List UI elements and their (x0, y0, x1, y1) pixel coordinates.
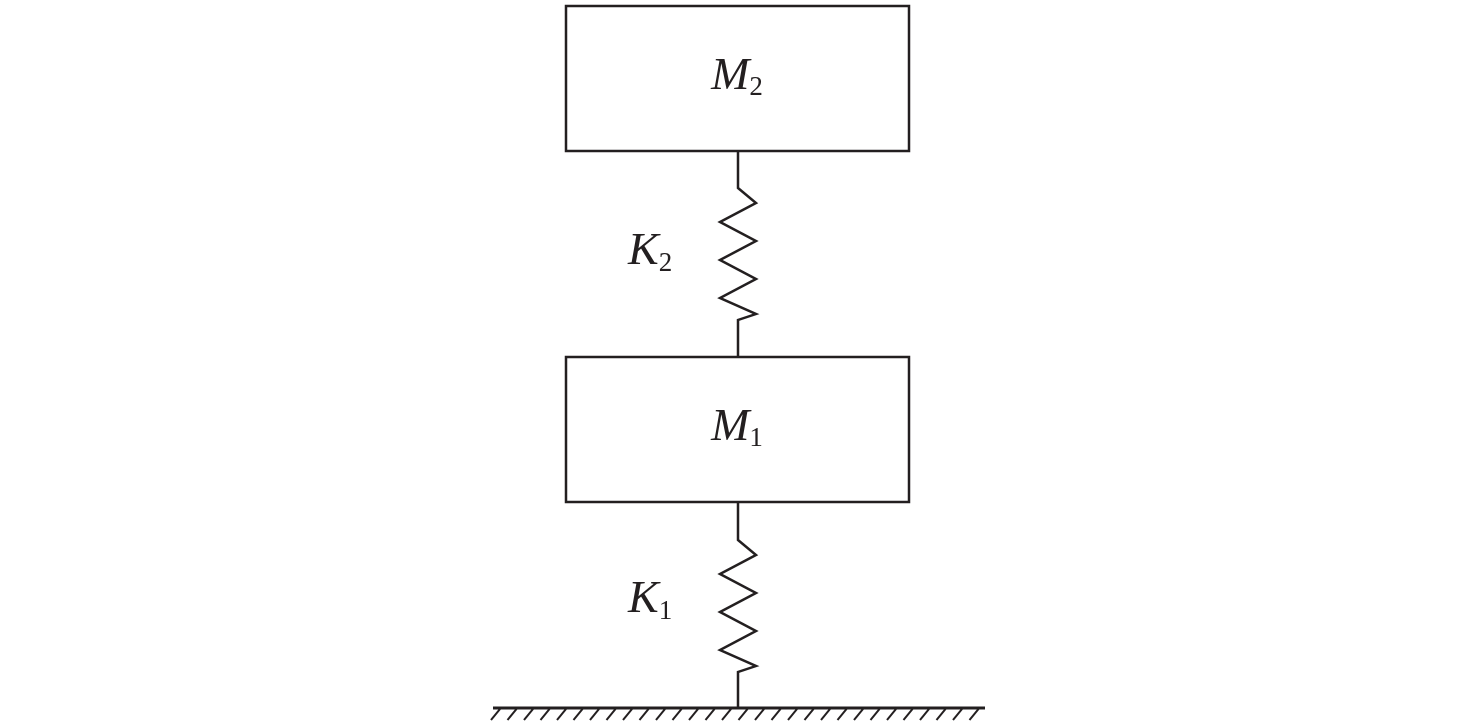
ground-hatch-mark (490, 708, 501, 721)
ground-hatch-mark (902, 708, 914, 721)
ground-hatch-mark (952, 708, 963, 721)
ground-hatch-mark (803, 708, 815, 721)
spring-label-k1: K1 (627, 571, 672, 625)
ground-hatch-mark (671, 708, 683, 721)
ground-hatching (490, 708, 980, 721)
ground-hatch-mark (886, 708, 897, 721)
ground-hatch-mark (655, 708, 666, 721)
ground-hatch-mark (523, 708, 534, 721)
ground-hatch-mark (539, 708, 551, 721)
ground-hatch-mark (836, 708, 848, 721)
ground-hatch-mark (820, 708, 831, 721)
spring-k1 (717, 502, 760, 707)
mass-label-m2: M2 (710, 48, 763, 101)
spring-k2 (717, 151, 760, 357)
ground-hatch-mark (622, 708, 633, 721)
ground-hatch-mark (968, 708, 980, 721)
ground-hatch-mark (853, 708, 864, 721)
ground-hatch-mark (721, 708, 732, 721)
ground-hatch-mark (605, 708, 617, 721)
ground-hatch-mark (556, 708, 567, 721)
ground-hatch-mark (589, 708, 600, 721)
ground-hatch-mark (688, 708, 699, 721)
ground-hatch-mark (572, 708, 584, 721)
ground-hatch-mark (638, 708, 650, 721)
ground-hatch-mark (737, 708, 749, 721)
ground-hatch-mark (869, 708, 881, 721)
ground-hatch-mark (935, 708, 947, 721)
ground-hatch-mark (704, 708, 716, 721)
ground-hatch-mark (770, 708, 782, 721)
ground-hatch-mark (754, 708, 765, 721)
spring-label-k2: K2 (627, 223, 672, 277)
mass-label-m1: M1 (710, 399, 763, 452)
ground-hatch-mark (787, 708, 798, 721)
ground-hatch-mark (919, 708, 930, 721)
ground-hatch-mark (506, 708, 518, 721)
